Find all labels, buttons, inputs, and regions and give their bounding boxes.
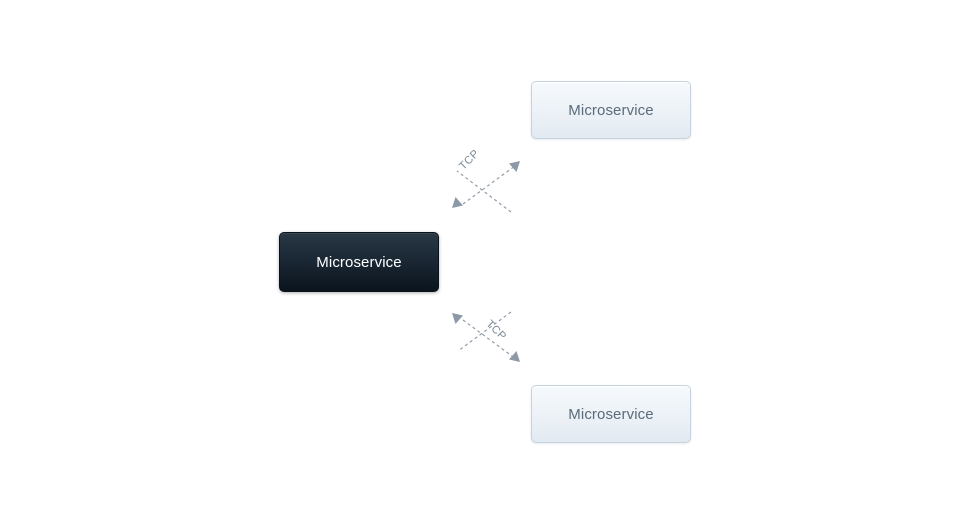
arrow-head-up-left-icon	[452, 313, 463, 324]
node-microservice-top-label: Microservice	[568, 101, 654, 119]
arrow-head-down-right-icon	[509, 351, 520, 362]
node-microservice-bottom[interactable]: Microservice	[531, 385, 691, 443]
connector-tcp-top-line-inbound	[456, 170, 512, 213]
connector-tcp-bottom[interactable]	[452, 311, 520, 362]
node-microservice-core[interactable]: Microservice	[279, 232, 439, 292]
arrow-head-up-right-icon	[509, 161, 520, 172]
arrow-head-down-left-icon	[452, 197, 463, 208]
node-microservice-core-label: Microservice	[316, 253, 402, 271]
connector-label-tcp-top: TCP	[457, 147, 482, 173]
node-microservice-bottom-label: Microservice	[568, 405, 654, 423]
connector-label-tcp-bottom: TCP	[483, 318, 509, 343]
connector-tcp-top-line-outbound	[462, 162, 520, 205]
node-microservice-top[interactable]: Microservice	[531, 81, 691, 139]
